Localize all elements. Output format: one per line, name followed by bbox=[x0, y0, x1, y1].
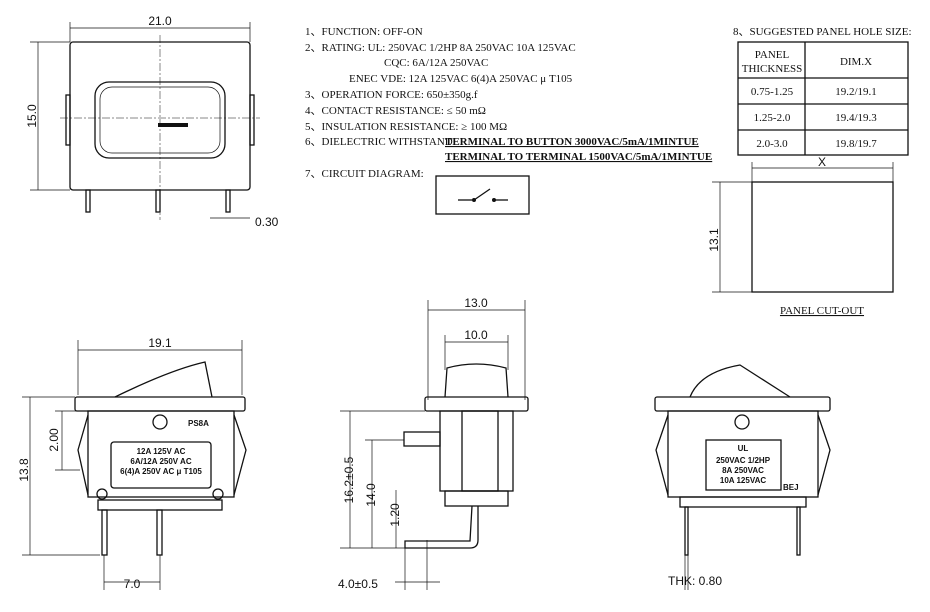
top-view: 21.0 15.0 0.30 bbox=[25, 14, 279, 229]
panel-cutout: X 13.1 PANEL CUT-OUT bbox=[707, 155, 894, 317]
spec-rating-ul: 2、RATING: UL: 250VAC 1/2HP 8A 250VAC 10A… bbox=[305, 42, 576, 54]
spec-rating-enec: ENEC VDE: 12A 125VAC 6(4)A 250VAC μ T105 bbox=[349, 73, 573, 85]
dim-height-2: 2.00 bbox=[47, 428, 61, 452]
dim-width: 19.1 bbox=[148, 336, 172, 350]
dim-height: 13.8 bbox=[17, 458, 31, 482]
dim-pitch: 7.0 bbox=[124, 577, 141, 591]
dim-width-inner: 10.0 bbox=[464, 328, 488, 342]
cell: 0.75-1.25 bbox=[751, 86, 794, 98]
circuit-diagram bbox=[435, 175, 530, 215]
rating-label: 12A 125V AC bbox=[137, 447, 186, 456]
rating-label: 250VAC 1/2HP bbox=[716, 456, 771, 465]
header-panel: PANEL bbox=[755, 49, 790, 61]
panel-hole-table: 8、SUGGESTED PANEL HOLE SIZE: PANEL THICK… bbox=[733, 26, 912, 156]
cell: 19.8/19.7 bbox=[835, 138, 877, 150]
dim-thk: THK: 0.80 bbox=[668, 574, 722, 588]
model-label: PS8A bbox=[188, 419, 209, 428]
header-thickness: THICKNESS bbox=[742, 63, 803, 75]
panel-title: 8、SUGGESTED PANEL HOLE SIZE: bbox=[733, 26, 912, 38]
spec-function: 1、FUNCTION: OFF-ON bbox=[305, 26, 423, 38]
dim-offset: 4.0±0.5 bbox=[338, 577, 378, 591]
ul-logo: UL bbox=[738, 444, 749, 453]
cell: 19.4/19.3 bbox=[835, 112, 877, 124]
spec-insulation: 5、INSULATION RESISTANCE: ≥ 100 MΩ bbox=[305, 121, 507, 133]
code-label: BEJ bbox=[783, 483, 799, 492]
dim-height: 15.0 bbox=[25, 104, 39, 128]
dim-height-2: 14.0 bbox=[364, 483, 378, 507]
front-view: 19.1 PS8A 12A 125V AC 6A/12A 250V AC 6(4… bbox=[17, 336, 247, 591]
specifications: 1、FUNCTION: OFF-ON 2、RATING: UL: 250VAC … bbox=[305, 26, 712, 215]
spec-dielectric: 6、DIELECTRIC WITHSTAND: bbox=[305, 136, 456, 148]
dim-pin-thickness: 0.30 bbox=[255, 215, 279, 229]
dim-cutout-height: 13.1 bbox=[707, 228, 721, 252]
spec-rating-cqc: CQC: 6A/12A 250VAC bbox=[384, 57, 488, 69]
rating-label: 8A 250VAC bbox=[722, 466, 764, 475]
dim-height: 16.2±0.5 bbox=[342, 456, 356, 503]
spec-dielectric-terminal: TERMINAL TO TERMINAL 1500VAC/5mA/1MINTUE bbox=[445, 151, 712, 163]
cell: 2.0-3.0 bbox=[756, 138, 788, 150]
rating-label: 6A/12A 250V AC bbox=[130, 457, 191, 466]
cutout-label: PANEL CUT-OUT bbox=[780, 305, 864, 317]
rating-label: 6(4)A 250V AC μ T105 bbox=[120, 467, 202, 476]
dim-width: 21.0 bbox=[148, 14, 172, 28]
dim-x: X bbox=[818, 155, 826, 169]
side-view: 13.0 10.0 16.2±0.5 14.0 1.20 4.0±0.5 bbox=[338, 296, 529, 591]
spec-force: 3、OPERATION FORCE: 650±350g.f bbox=[305, 89, 478, 101]
cell: 19.2/19.1 bbox=[835, 86, 877, 98]
spec-circuit: 7、CIRCUIT DIAGRAM: bbox=[305, 168, 424, 180]
spec-contact-resistance: 4、CONTACT RESISTANCE: ≤ 50 mΩ bbox=[305, 105, 486, 117]
dim-thickness: 1.20 bbox=[388, 503, 402, 527]
dim-width: 13.0 bbox=[464, 296, 488, 310]
spec-dielectric-button: TERMINAL TO BUTTON 3000VAC/5mA/1MINTUE bbox=[445, 136, 699, 148]
back-view: UL 250VAC 1/2HP 8A 250VAC 10A 125VAC BEJ… bbox=[654, 364, 831, 590]
rating-label: 10A 125VAC bbox=[720, 476, 766, 485]
header-dimx: DIM.X bbox=[840, 56, 872, 68]
cell: 1.25-2.0 bbox=[754, 112, 791, 124]
